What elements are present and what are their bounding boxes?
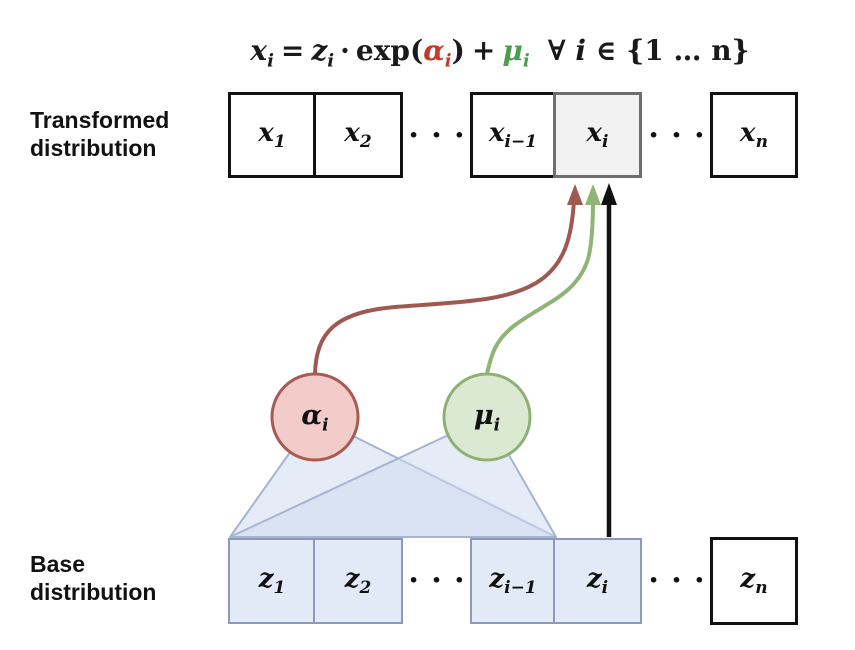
cell-x2-label: x — [344, 117, 360, 148]
cell-z-i-label: z — [586, 563, 602, 594]
alpha-symbol: α — [301, 400, 323, 432]
cell-x2: x2 — [313, 92, 403, 178]
eq-in-set: ∈ {1 … n} — [595, 34, 750, 67]
cell-z-i-minus-1-sub: i−1 — [504, 578, 537, 599]
cell-z1-label: z — [258, 563, 274, 594]
eq-qvar: i — [575, 34, 587, 67]
mu-arrow-head-icon — [585, 184, 601, 205]
mu-node-circle — [442, 372, 532, 462]
eq-equals: = — [280, 34, 305, 67]
cell-z-n-sub: n — [755, 578, 768, 599]
cell-z2-sub: 2 — [359, 578, 372, 599]
alpha-sub: i — [322, 415, 329, 436]
eq-exp: exp( — [355, 34, 424, 67]
transform-equation: xi=zi·exp(αi)+μi∀ i ∈ {1 … n} — [145, 34, 855, 72]
eq-alpha: α — [423, 34, 445, 67]
cell-x2-sub: 2 — [359, 132, 372, 153]
mu-node-label: μi — [444, 396, 530, 440]
cell-z2: z2 — [313, 538, 403, 624]
cell-x-i-highlighted: xi — [553, 92, 642, 178]
alpha-arrow-curve — [313, 199, 576, 375]
cell-z-n-label: z — [740, 563, 756, 594]
base-row-ellipsis-left: · · · — [408, 563, 466, 598]
mu-symbol: μ — [473, 400, 494, 432]
cell-x-n: xn — [710, 92, 798, 178]
alpha-node-label: αi — [272, 396, 358, 440]
cell-x1-sub: 1 — [273, 132, 286, 153]
cell-z-n: zn — [710, 537, 798, 625]
cell-x-i-minus-1-sub: i−1 — [504, 132, 538, 153]
eq-z: z — [311, 34, 328, 67]
cell-z-i-sub: i — [601, 578, 609, 599]
eq-cdot: · — [340, 34, 350, 67]
cell-z-i: zi — [553, 538, 642, 624]
identity-arrow-head-icon — [601, 183, 617, 205]
eq-mu: μ — [502, 34, 523, 67]
transformed-row-ellipsis-left: · · · — [408, 118, 466, 153]
eq-x: x — [250, 34, 268, 67]
cell-z2-label: z — [344, 563, 360, 594]
cell-x1-label: x — [258, 117, 274, 148]
cell-x-i-minus-1-label: x — [488, 117, 505, 148]
eq-z-sub: i — [327, 50, 335, 72]
transformed-distribution-label: Transformed distribution — [30, 107, 170, 161]
cell-z-i-minus-1-label: z — [489, 563, 505, 594]
eq-alpha-sub: i — [444, 50, 452, 72]
cell-x-i-minus-1: xi−1 — [470, 92, 556, 178]
cell-z1: z1 — [228, 538, 316, 624]
cell-z-i-minus-1: zi−1 — [470, 538, 556, 624]
cell-z1-sub: 1 — [273, 578, 286, 599]
eq-plus: + — [471, 34, 496, 67]
cell-x-i-sub: i — [602, 132, 609, 153]
eq-mu-sub: i — [522, 50, 530, 72]
cell-x1: x1 — [228, 92, 316, 178]
eq-x-sub: i — [267, 50, 274, 72]
mu-arrow-curve — [485, 199, 595, 375]
cell-x-i-label: x — [586, 117, 603, 148]
cell-x-n-sub: n — [755, 132, 768, 153]
alpha-arrow-head-icon — [567, 184, 583, 205]
transformed-row-ellipsis-right: · · · — [648, 118, 706, 153]
base-distribution-label: Base distribution — [30, 551, 157, 605]
alpha-node-circle — [270, 372, 360, 462]
cell-x-n-label: x — [740, 117, 756, 148]
eq-close-paren: ) — [451, 34, 465, 67]
eq-forall: ∀ — [547, 34, 566, 67]
base-row-ellipsis-right: · · · — [648, 563, 706, 598]
mu-sub: i — [493, 415, 501, 436]
